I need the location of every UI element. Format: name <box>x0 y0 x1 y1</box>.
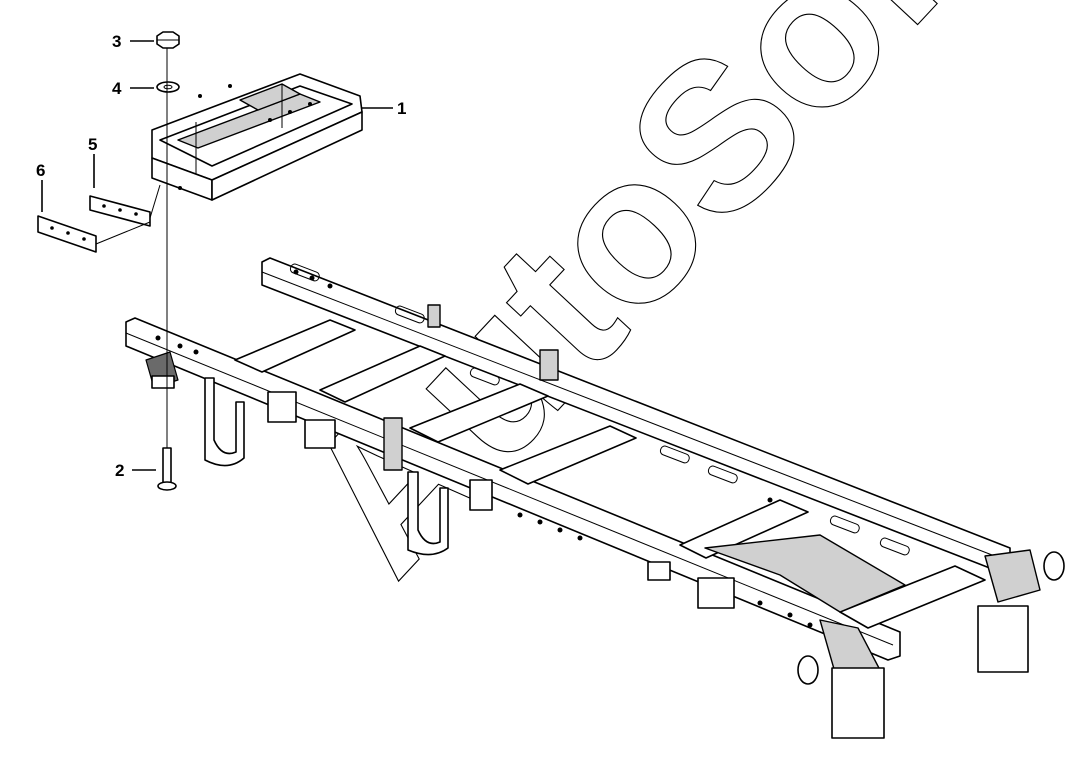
callout-label: 4 <box>112 79 122 98</box>
callout-5: 5 <box>88 135 97 188</box>
mounting-bracket <box>151 73 363 201</box>
rail-slots <box>289 263 910 556</box>
chassis-frame <box>125 257 1065 739</box>
callout-label: 3 <box>112 32 121 51</box>
callout-label: 1 <box>397 99 406 118</box>
front-bracket <box>145 351 179 389</box>
callout-label: 2 <box>115 461 124 480</box>
spring-hangers <box>204 304 735 609</box>
right-side-rail <box>125 317 901 661</box>
callout-4: 4 <box>112 79 154 98</box>
cross-members <box>234 319 986 629</box>
bolt <box>157 447 177 491</box>
rail-holes <box>155 269 813 628</box>
rear-bracing <box>704 534 906 613</box>
callout-2: 2 <box>115 461 156 480</box>
shim-plate-5 <box>89 195 151 227</box>
callout-1: 1 <box>362 99 406 118</box>
shim-plate-6 <box>37 215 97 253</box>
shim-leader-5 <box>149 184 161 219</box>
nut <box>156 31 180 49</box>
callout-label: 6 <box>36 161 45 180</box>
washer <box>156 81 180 93</box>
callout-6: 6 <box>36 161 45 212</box>
callout-label: 5 <box>88 135 97 154</box>
rear-end <box>797 549 1065 739</box>
shim-leader-6 <box>95 221 151 245</box>
callout-3: 3 <box>112 32 154 51</box>
